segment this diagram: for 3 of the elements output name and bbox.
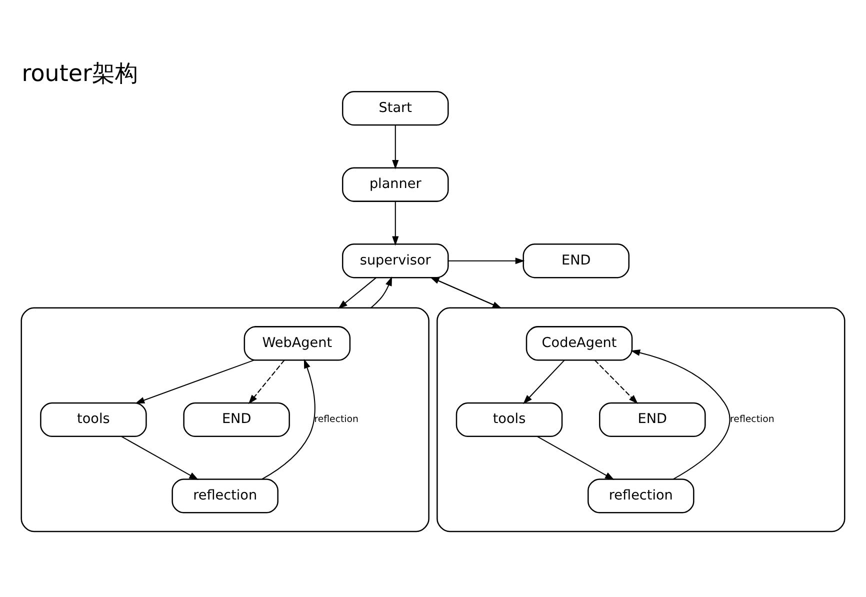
edge-label: reflection (730, 413, 774, 424)
diagram-title: router架构 (22, 60, 138, 86)
edge-label: reflection (314, 413, 358, 424)
